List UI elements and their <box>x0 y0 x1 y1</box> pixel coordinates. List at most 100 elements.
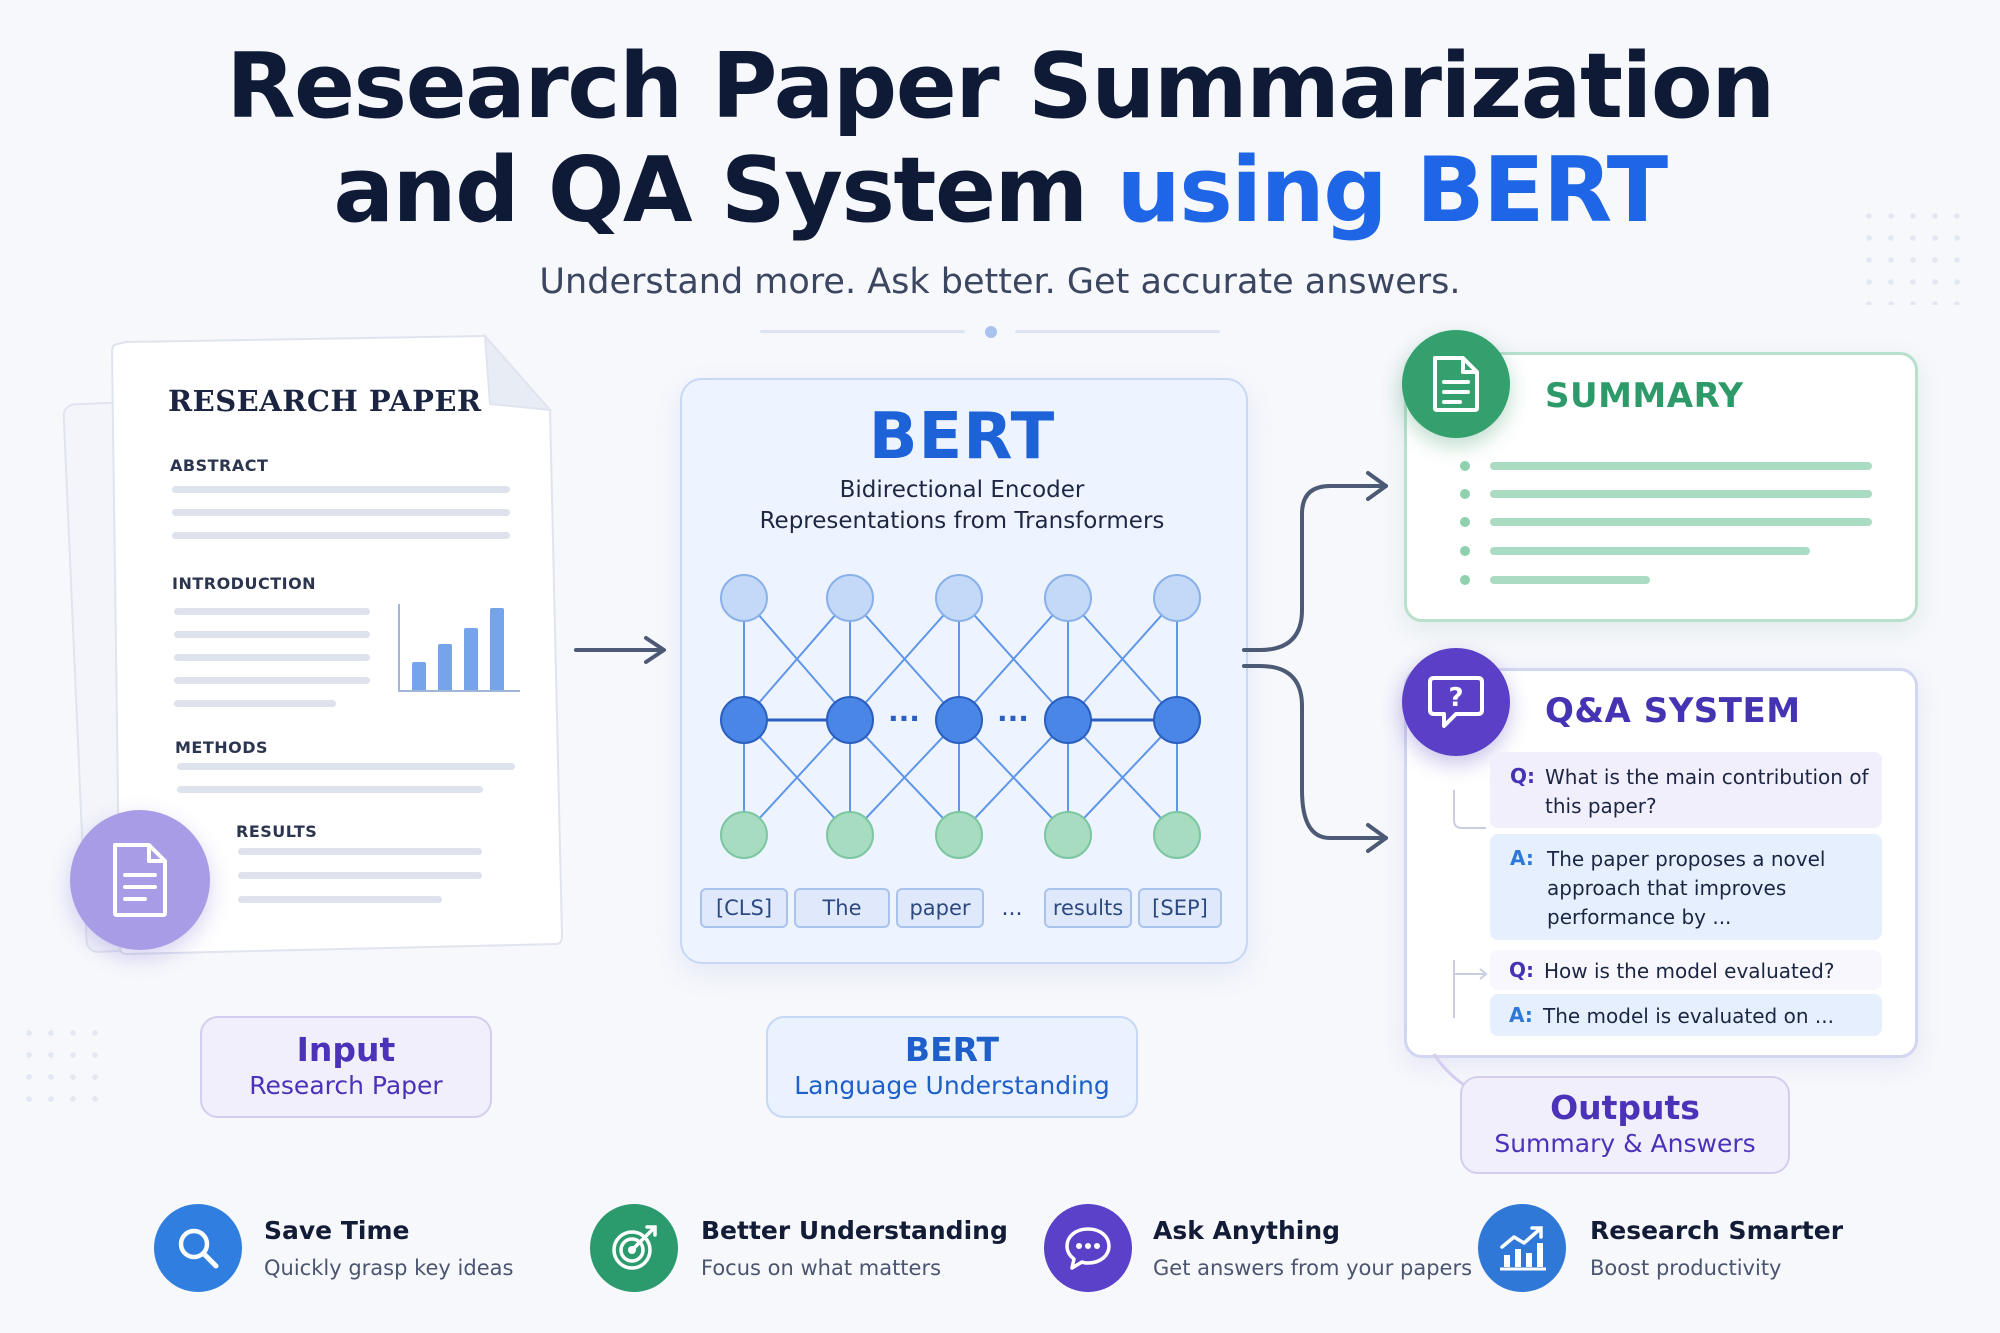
divider-dot <box>985 326 997 338</box>
bert-label-sub: Language Understanding <box>794 1071 1110 1100</box>
paper-text-line <box>174 608 370 615</box>
paper-text-line <box>172 509 510 516</box>
token-sep: [SEP] <box>1138 888 1222 928</box>
qa-question-2-tag: Q: <box>1509 958 1534 982</box>
bert-label: BERT Language Understanding <box>766 1016 1138 1118</box>
qa-thread-connectors <box>1453 790 1488 1018</box>
paper-section-methods: METHODS <box>175 738 269 757</box>
token-the: The <box>794 888 890 928</box>
feature-ask-anything-title: Ask Anything <box>1153 1216 1341 1245</box>
outputs-label-main: Outputs <box>1550 1088 1700 1127</box>
search-icon <box>154 1204 242 1292</box>
paper-text-line <box>177 786 483 793</box>
arrows-bert-to-outputs <box>1242 471 1388 853</box>
hidden-ellipsis-right: ··· <box>997 702 1029 735</box>
qa-question-2 <box>1490 950 1882 990</box>
qa-answer-1 <box>1490 834 1882 940</box>
qa-question-1-line-1: What is the main contribution of <box>1545 765 1869 789</box>
summary-bullet <box>1460 575 1470 585</box>
summary-line <box>1490 518 1872 526</box>
title-line-1: Research Paper Summarization <box>226 34 1775 139</box>
outputs-label-sub: Summary & Answers <box>1494 1129 1756 1158</box>
arrow-input-to-bert <box>574 636 666 664</box>
qa-question-1-line-2: this paper? <box>1545 794 1657 818</box>
qa-answer-1-line-3: performance by ... <box>1547 905 1732 929</box>
input-label: Input Research Paper <box>200 1016 492 1118</box>
summary-line <box>1490 462 1872 470</box>
decor-dots-left <box>18 1022 108 1112</box>
paper-text-line <box>174 631 370 638</box>
summary-line <box>1490 490 1872 498</box>
paper-text-line <box>238 896 442 903</box>
bert-subtitle-line-2: Representations from Transformers <box>759 508 1165 534</box>
qa-answer-1-line-2: approach that improves <box>1547 876 1787 900</box>
token-results: results <box>1044 888 1132 928</box>
target-icon <box>590 1204 678 1292</box>
feature-better-understanding-title: Better Understanding <box>701 1216 1008 1245</box>
paper-text-line <box>172 486 510 493</box>
paper-section-abstract: ABSTRACT <box>170 456 269 475</box>
subtitle: Understand more. Ask better. Get accurat… <box>539 262 1461 302</box>
input-label-main: Input <box>296 1030 396 1069</box>
divider-left <box>760 330 965 333</box>
title-line-2-accent: using BERT <box>1116 138 1669 243</box>
paper-text-line <box>174 700 336 707</box>
chat-icon <box>1044 1204 1132 1292</box>
document-icon <box>70 810 210 950</box>
mini-bar-chart <box>398 604 520 692</box>
summary-bullet <box>1460 461 1470 471</box>
mini-chart-bar <box>438 644 452 690</box>
paper-text-line <box>174 677 370 684</box>
growth-chart-icon <box>1478 1204 1566 1292</box>
qa-answer-1-tag: A: <box>1510 846 1534 870</box>
summary-document-icon <box>1402 330 1510 438</box>
bert-title: BERT <box>868 400 1056 474</box>
paper-section-introduction: INTRODUCTION <box>172 574 317 593</box>
paper-section-results: RESULTS <box>236 822 318 841</box>
title-line-2-main: and QA System <box>333 138 1088 243</box>
paper-text-line <box>177 763 515 770</box>
qa-question-2-line-1: How is the model evaluated? <box>1544 959 1835 983</box>
paper-heading: RESEARCH PAPER <box>168 384 482 418</box>
paper-text-line <box>172 532 510 539</box>
token-ellipsis: ... <box>1001 895 1023 921</box>
summary-bullet <box>1460 546 1470 556</box>
bert-panel <box>680 378 1248 964</box>
summary-title: SUMMARY <box>1545 376 1744 416</box>
summary-line <box>1490 576 1650 584</box>
qa-answer-1-line-1: The paper proposes a novel <box>1547 847 1826 871</box>
divider-right <box>1015 330 1220 333</box>
transformer-network <box>720 574 1201 859</box>
outputs-label: Outputs Summary & Answers <box>1460 1076 1790 1174</box>
qa-question-1-tag: Q: <box>1510 764 1535 788</box>
feature-save-time-title: Save Time <box>264 1216 410 1245</box>
qa-question-1 <box>1490 752 1882 828</box>
svg-text:?: ? <box>1448 683 1463 713</box>
qa-answer-2-line-1: The model is evaluated on ... <box>1543 1004 1834 1028</box>
feature-better-understanding-sub: Focus on what matters <box>701 1256 942 1280</box>
question-chat-icon: ? <box>1402 648 1510 756</box>
title-line-2: and QA System using BERT <box>0 146 2000 236</box>
summary-line <box>1490 547 1810 555</box>
bert-label-main: BERT <box>904 1030 1000 1069</box>
qa-answer-2-tag: A: <box>1509 1003 1533 1027</box>
paper-text-line <box>238 848 482 855</box>
token-paper: paper <box>896 888 984 928</box>
paper-text-line <box>174 654 370 661</box>
mini-chart-bar <box>412 662 426 690</box>
bert-subtitle-line-1: Bidirectional Encoder <box>839 477 1085 503</box>
summary-bullet <box>1460 517 1470 527</box>
feature-research-smarter-sub: Boost productivity <box>1590 1256 1782 1280</box>
feature-research-smarter-title: Research Smarter <box>1590 1216 1844 1245</box>
feature-ask-anything-sub: Get answers from your papers <box>1153 1256 1473 1280</box>
mini-chart-bar <box>490 608 504 690</box>
qa-answer-2 <box>1490 994 1882 1036</box>
mini-chart-bar <box>464 628 478 690</box>
paper-text-line <box>238 872 482 879</box>
summary-bullet <box>1460 489 1470 499</box>
qa-title: Q&A SYSTEM <box>1545 691 1801 731</box>
feature-save-time-sub: Quickly grasp key ideas <box>264 1256 514 1280</box>
input-label-sub: Research Paper <box>249 1071 443 1100</box>
token-cls: [CLS] <box>700 888 788 928</box>
decor-dots-top-right <box>1858 205 1968 305</box>
